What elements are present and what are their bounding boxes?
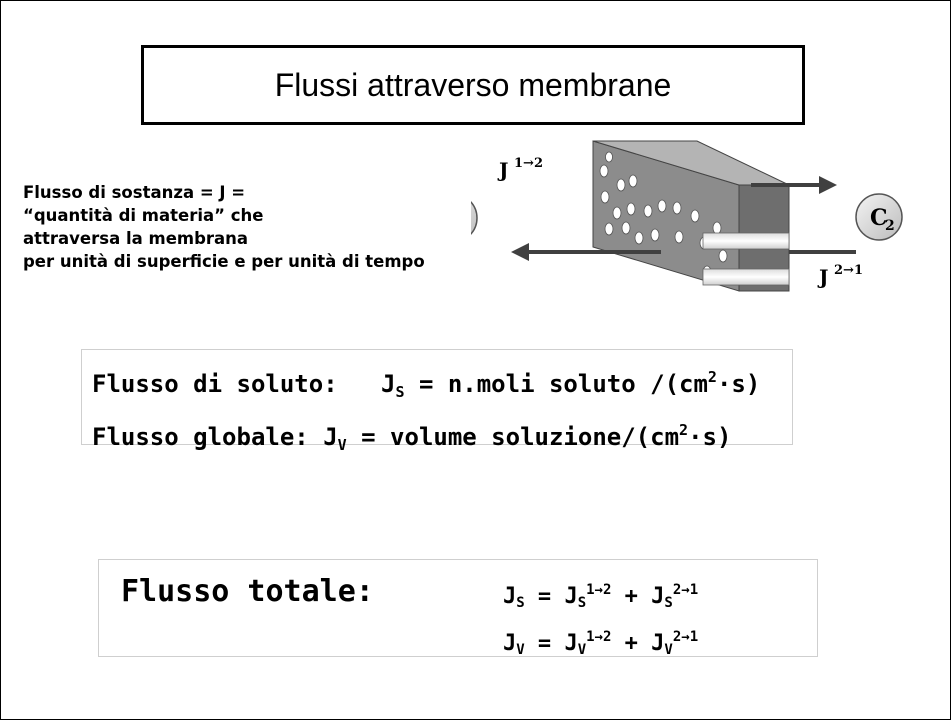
- solute-flux-formula-end: ·s): [716, 370, 761, 398]
- solute-flux-formula: = n.moli soluto /(cm: [418, 370, 708, 398]
- global-flux-formula: = volume soluzione/(cm: [361, 423, 680, 451]
- eq-s-term1-sub: S: [577, 595, 587, 611]
- global-flux-definition: Flusso globale: JV = volume soluzione/(c…: [92, 411, 792, 464]
- eq-s-plus: +: [611, 584, 652, 609]
- global-flux-exponent: 2: [679, 421, 689, 439]
- global-flux-label: Flusso globale:: [92, 423, 309, 451]
- flux-label-2-to-1: J 2→1: [817, 263, 863, 289]
- total-flux-label: Flusso totale:: [121, 574, 374, 609]
- eq-v-equals: =: [524, 631, 565, 656]
- eq-s-term2-sup: 2→1: [672, 582, 699, 598]
- eq-s-term2-sub: S: [664, 595, 673, 611]
- eq-v-term2: J: [651, 631, 665, 656]
- solute-flux-subscript: S: [395, 383, 405, 401]
- solute-flux-symbol: J: [381, 370, 396, 398]
- description-line: per unità di superficie e per unità di t…: [23, 252, 425, 271]
- j21-superscript: 2→1: [834, 263, 863, 278]
- c1-subscript: 1: [471, 219, 472, 235]
- c1-circle: C 1: [471, 201, 478, 235]
- membrane-diagram: C 1: [471, 140, 903, 292]
- eq-v-term1-sup: 1→2: [586, 629, 612, 645]
- title-box: Flussi attraverso membrane: [141, 45, 805, 125]
- j21-base: J: [817, 265, 828, 289]
- solute-flux-definition: Flusso di soluto: JS = n.moli soluto /(c…: [92, 358, 792, 411]
- slide-title: Flussi attraverso membrane: [274, 66, 672, 103]
- solute-flux-exponent: 2: [707, 368, 717, 386]
- arrow-flux-1-to-2: [751, 176, 837, 194]
- eq-s-lhs: J: [503, 584, 517, 609]
- eq-v-term2-sub: V: [664, 642, 673, 658]
- eq-v-lhs-sub: V: [516, 642, 525, 658]
- total-flux-equations: JS = JS1→2 + JS2→1 JV = JV1→2 + JV2→1: [503, 573, 698, 667]
- eq-v-lhs: J: [503, 631, 517, 656]
- c2-subscript: 2: [885, 218, 895, 234]
- eq-v-term1: J: [564, 631, 578, 656]
- c2-label: C: [870, 205, 888, 231]
- eq-s-term2: J: [651, 584, 665, 609]
- solute-flux-label: Flusso di soluto:: [92, 370, 338, 398]
- global-flux-formula-end: ·s): [688, 423, 732, 451]
- description-line: attraversa la membrana: [23, 229, 249, 248]
- eq-s-term1-sup: 1→2: [586, 582, 612, 598]
- global-flux-symbol: J: [323, 423, 338, 451]
- description-line: Flusso di sostanza = J =: [23, 183, 246, 202]
- j12-base: J: [497, 158, 508, 182]
- definitions-box: Flusso di soluto: JS = n.moli soluto /(c…: [81, 349, 793, 454]
- c2-circle: C 2: [855, 193, 903, 241]
- eq-v-plus: +: [611, 631, 652, 656]
- eq-v-term2-sup: 2→1: [672, 629, 699, 645]
- eq-s-equals: =: [524, 584, 565, 609]
- description-line: “quantità di materia” che: [23, 206, 264, 225]
- pore-holes: [599, 151, 728, 279]
- global-flux-subscript: V: [337, 436, 347, 454]
- arrow-flux-2-to-1: [511, 243, 856, 261]
- j12-superscript: 1→2: [514, 156, 543, 171]
- total-flux-volume-equation: JV = JV1→2 + JV2→1: [503, 620, 698, 667]
- total-flux-box: Flusso totale: JS = JS1→2 + JS2→1 JV = J…: [98, 559, 818, 658]
- eq-s-term1: J: [564, 584, 578, 609]
- total-flux-solute-equation: JS = JS1→2 + JS2→1: [503, 573, 698, 620]
- eq-v-term1-sub: V: [577, 642, 587, 658]
- flux-description: Flusso di sostanza = J = “quantità di ma…: [23, 181, 425, 273]
- membrane-block: [592, 140, 790, 292]
- eq-s-lhs-sub: S: [516, 595, 525, 611]
- flux-label-1-to-2: J 1→2: [497, 156, 543, 182]
